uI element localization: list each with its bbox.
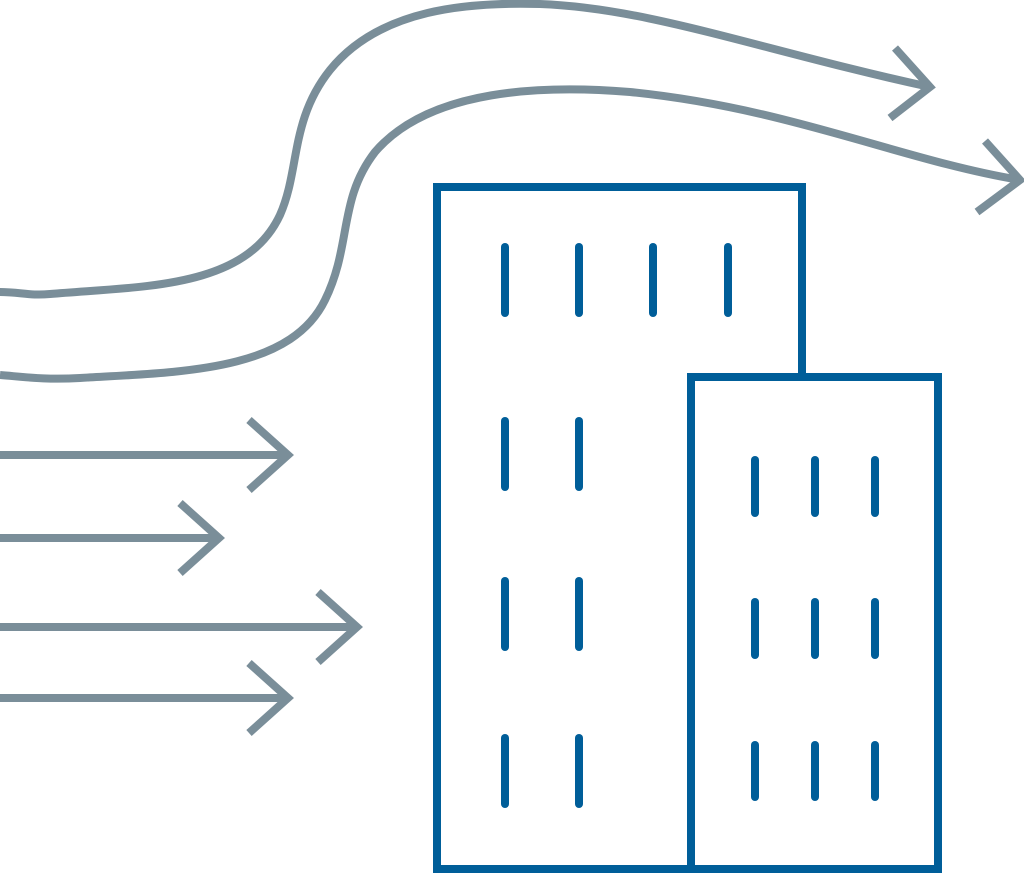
curved-wind-line-lower xyxy=(0,85,1021,383)
tall-building xyxy=(433,183,806,873)
curved-wind-arrow-upper xyxy=(0,0,936,299)
tall-building-windows xyxy=(501,243,732,808)
tall-building-outline xyxy=(433,183,806,873)
short-building xyxy=(687,373,942,873)
curved-wind-arrow-lower xyxy=(0,85,1024,383)
wind-arrow-head-2 xyxy=(177,500,225,576)
straight-wind-arrow-2 xyxy=(0,500,225,576)
curved-wind-arrows xyxy=(0,0,1024,383)
short-building-outline xyxy=(687,373,942,873)
wind-arrow-head-1 xyxy=(246,417,294,493)
straight-wind-arrows xyxy=(0,417,363,736)
curved-wind-arrowhead-lower xyxy=(974,138,1024,216)
short-building-windows xyxy=(751,456,879,801)
curved-wind-arrowhead-upper xyxy=(887,45,936,122)
straight-wind-arrow-1 xyxy=(0,417,294,493)
wind-arrow-head-4 xyxy=(246,660,294,736)
straight-wind-arrow-3 xyxy=(0,589,363,665)
wind-arrow-head-3 xyxy=(315,589,363,665)
curved-wind-line-upper xyxy=(0,0,931,299)
straight-wind-arrow-4 xyxy=(0,660,294,736)
